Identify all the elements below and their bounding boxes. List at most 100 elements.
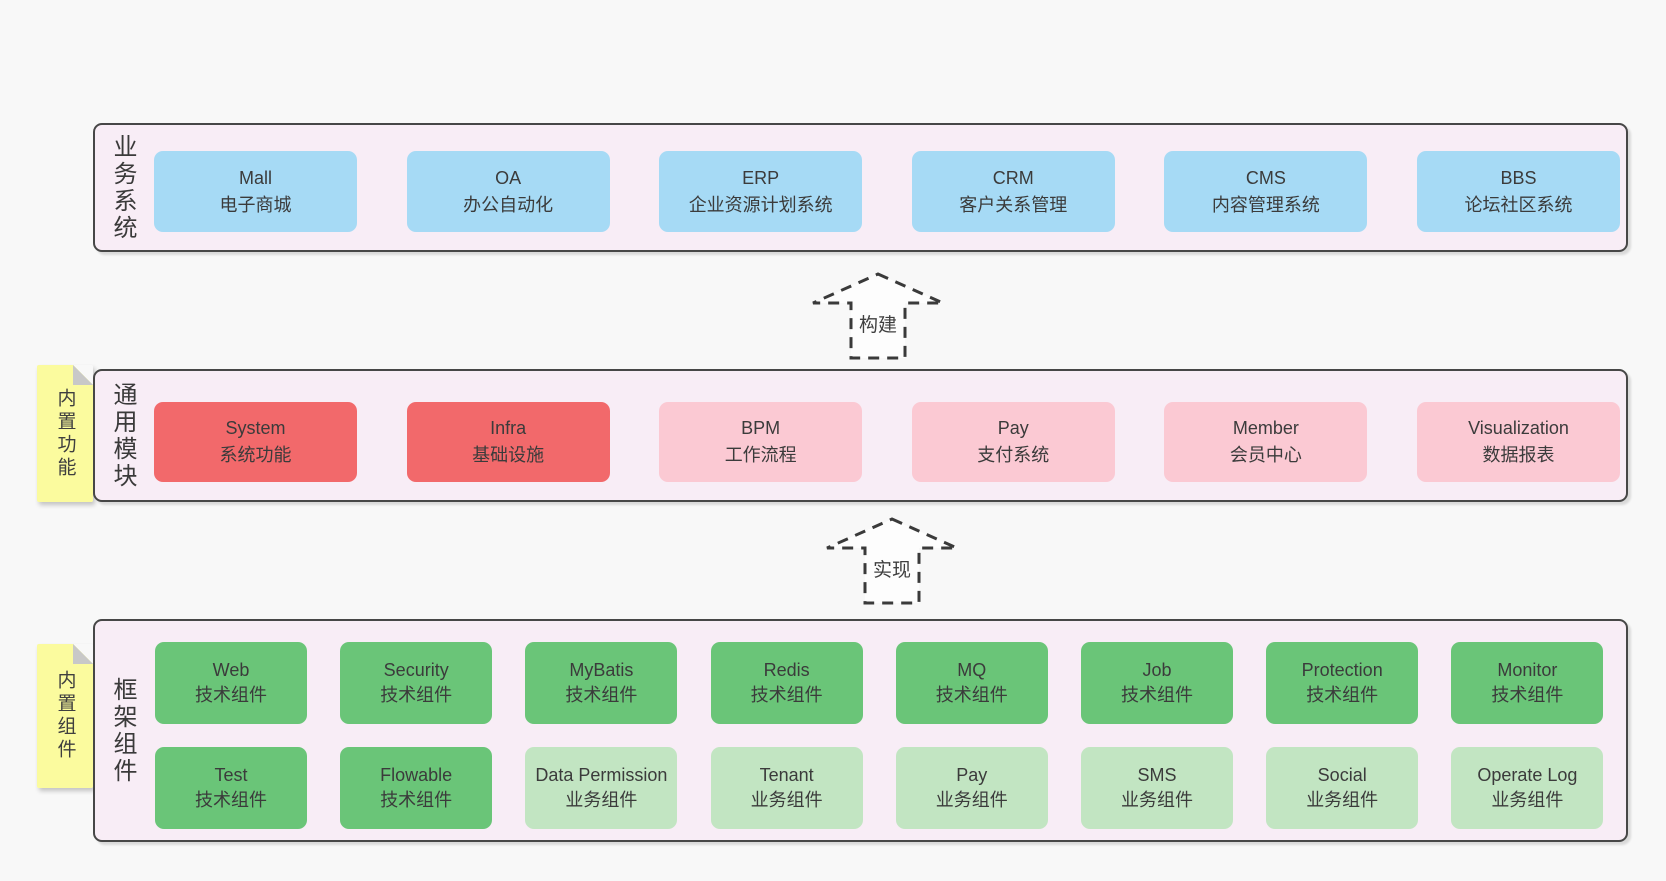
box-protection: Protection 技术组件 [1266, 642, 1419, 724]
box-subtitle: 支付系统 [977, 445, 1050, 465]
box-sms: SMS 业务组件 [1081, 747, 1233, 829]
box-subtitle: 客户关系管理 [959, 194, 1068, 215]
box-title: Visualization [1468, 418, 1569, 438]
arrow-build-shape [812, 272, 944, 360]
box-title: BPM [741, 418, 781, 438]
panel-business-systems-label: 业务系统 [109, 133, 136, 242]
box-title: Member [1232, 418, 1299, 438]
sticky-note-builtin-features-label: 内置功能 [54, 387, 76, 480]
box-security: Security 技术组件 [340, 642, 493, 724]
box-title: OA [495, 167, 522, 188]
box-visualization: Visualization 数据报表 [1417, 402, 1620, 482]
arrow-implement: 实现 [826, 517, 958, 605]
box-subtitle: 业务组件 [1306, 790, 1379, 810]
box-subtitle: 业务组件 [935, 790, 1008, 810]
box-title: BBS [1500, 167, 1537, 188]
box-bpm: BPM 工作流程 [659, 402, 863, 482]
panel-framework-components-label: 框架组件 [109, 676, 136, 785]
box-subtitle: 企业资源计划系统 [688, 194, 833, 215]
box-title: MyBatis [569, 660, 634, 680]
box-subtitle: 业务组件 [565, 790, 638, 810]
box-title: Security [383, 660, 449, 680]
box-title: Operate Log [1477, 765, 1578, 785]
box-pay: Pay 支付系统 [911, 402, 1115, 482]
box-subtitle: 内容管理系统 [1211, 194, 1320, 215]
box-subtitle: 业务组件 [1491, 790, 1564, 810]
box-title: Data Permission [535, 765, 668, 785]
box-operate-log: Operate Log 业务组件 [1451, 747, 1604, 829]
arrow-implement-shape [826, 517, 958, 605]
box-redis: Redis 技术组件 [710, 642, 863, 724]
box-subtitle: 业务组件 [750, 790, 823, 810]
box-bbs: BBS 论坛社区系统 [1417, 151, 1620, 232]
box-system: System 系统功能 [154, 402, 357, 482]
box-subtitle: 数据报表 [1482, 445, 1555, 465]
box-title: Job [1142, 660, 1172, 680]
box-title: Monitor [1497, 660, 1558, 680]
arrow-build: 构建 [812, 272, 944, 360]
box-subtitle: 论坛社区系统 [1464, 194, 1573, 215]
box-title: System [225, 418, 286, 438]
box-subtitle: 系统功能 [219, 445, 292, 465]
box-subtitle: 技术组件 [565, 685, 638, 705]
box-flowable: Flowable 技术组件 [340, 747, 493, 829]
box-title: Redis [763, 660, 810, 680]
box-subtitle: 工作流程 [724, 445, 797, 465]
box-subtitle: 技术组件 [380, 685, 453, 705]
box-subtitle: 技术组件 [380, 790, 453, 810]
box-title: Flowable [380, 765, 453, 785]
box-crm: CRM 客户关系管理 [911, 151, 1115, 232]
box-mq: MQ 技术组件 [895, 642, 1048, 724]
box-erp: ERP 企业资源计划系统 [659, 151, 863, 232]
box-social: Social 业务组件 [1266, 747, 1419, 829]
box-title: Infra [490, 418, 527, 438]
box-web: Web 技术组件 [155, 642, 307, 724]
box-title: ERP [742, 167, 780, 188]
box-title: MQ [957, 660, 987, 680]
box-subtitle: 办公自动化 [463, 194, 554, 215]
box-data-permission: Data Permission 业务组件 [525, 747, 678, 829]
box-title: Tenant [759, 765, 814, 785]
panel-business-systems: 业务系统 Mall 电子商城 OA 办公自动化 ERP 企业资源计划系统 CRM 客户关系管理… [93, 123, 1628, 252]
box-subtitle: 电子商城 [219, 194, 292, 215]
box-title: Pay [997, 418, 1029, 438]
box-subtitle: 技术组件 [1306, 685, 1379, 705]
box-job: Job 技术组件 [1081, 642, 1233, 724]
box-subtitle: 技术组件 [935, 685, 1008, 705]
box-subtitle: 技术组件 [195, 790, 267, 810]
panel-common-modules-label: 通用模块 [109, 381, 136, 490]
box-infra: Infra 基础设施 [406, 402, 610, 482]
box-subtitle: 技术组件 [750, 685, 823, 705]
sticky-note-builtin-components: 内置组件 [37, 644, 93, 788]
arrow-build-label: 构建 [859, 314, 897, 336]
box-subtitle: 技术组件 [195, 685, 267, 705]
box-cms: CMS 内容管理系统 [1164, 151, 1368, 232]
box-member: Member 会员中心 [1164, 402, 1368, 482]
sticky-note-builtin-components-label: 内置组件 [54, 670, 76, 762]
box-title: SMS [1137, 765, 1177, 785]
panel-common-modules: 通用模块 System 系统功能 Infra 基础设施 BPM 工作流程 Pay 支付系统 Me… [93, 369, 1628, 502]
box-title: CMS [1245, 167, 1286, 188]
box-mybatis: MyBatis 技术组件 [525, 642, 678, 724]
box-oa: OA 办公自动化 [406, 151, 610, 232]
box-title: Social [1317, 765, 1367, 785]
box-subtitle: 基础设施 [472, 445, 545, 465]
box-mall: Mall 电子商城 [154, 151, 357, 232]
box-subtitle: 会员中心 [1229, 445, 1302, 465]
box-subtitle: 技术组件 [1491, 685, 1564, 705]
sticky-note-builtin-features: 内置功能 [37, 365, 93, 502]
box-subtitle: 技术组件 [1121, 685, 1193, 705]
box-title: CRM [992, 167, 1034, 188]
box-title: Mall [238, 167, 272, 188]
box-title: Web [212, 660, 250, 680]
box-monitor: Monitor 技术组件 [1451, 642, 1604, 724]
box-subtitle: 业务组件 [1121, 790, 1193, 810]
arrow-implement-label: 实现 [873, 559, 911, 581]
box-title: Protection [1301, 660, 1383, 680]
box-title: Test [214, 765, 248, 785]
box-tenant: Tenant 业务组件 [710, 747, 863, 829]
box-test: Test 技术组件 [155, 747, 307, 829]
